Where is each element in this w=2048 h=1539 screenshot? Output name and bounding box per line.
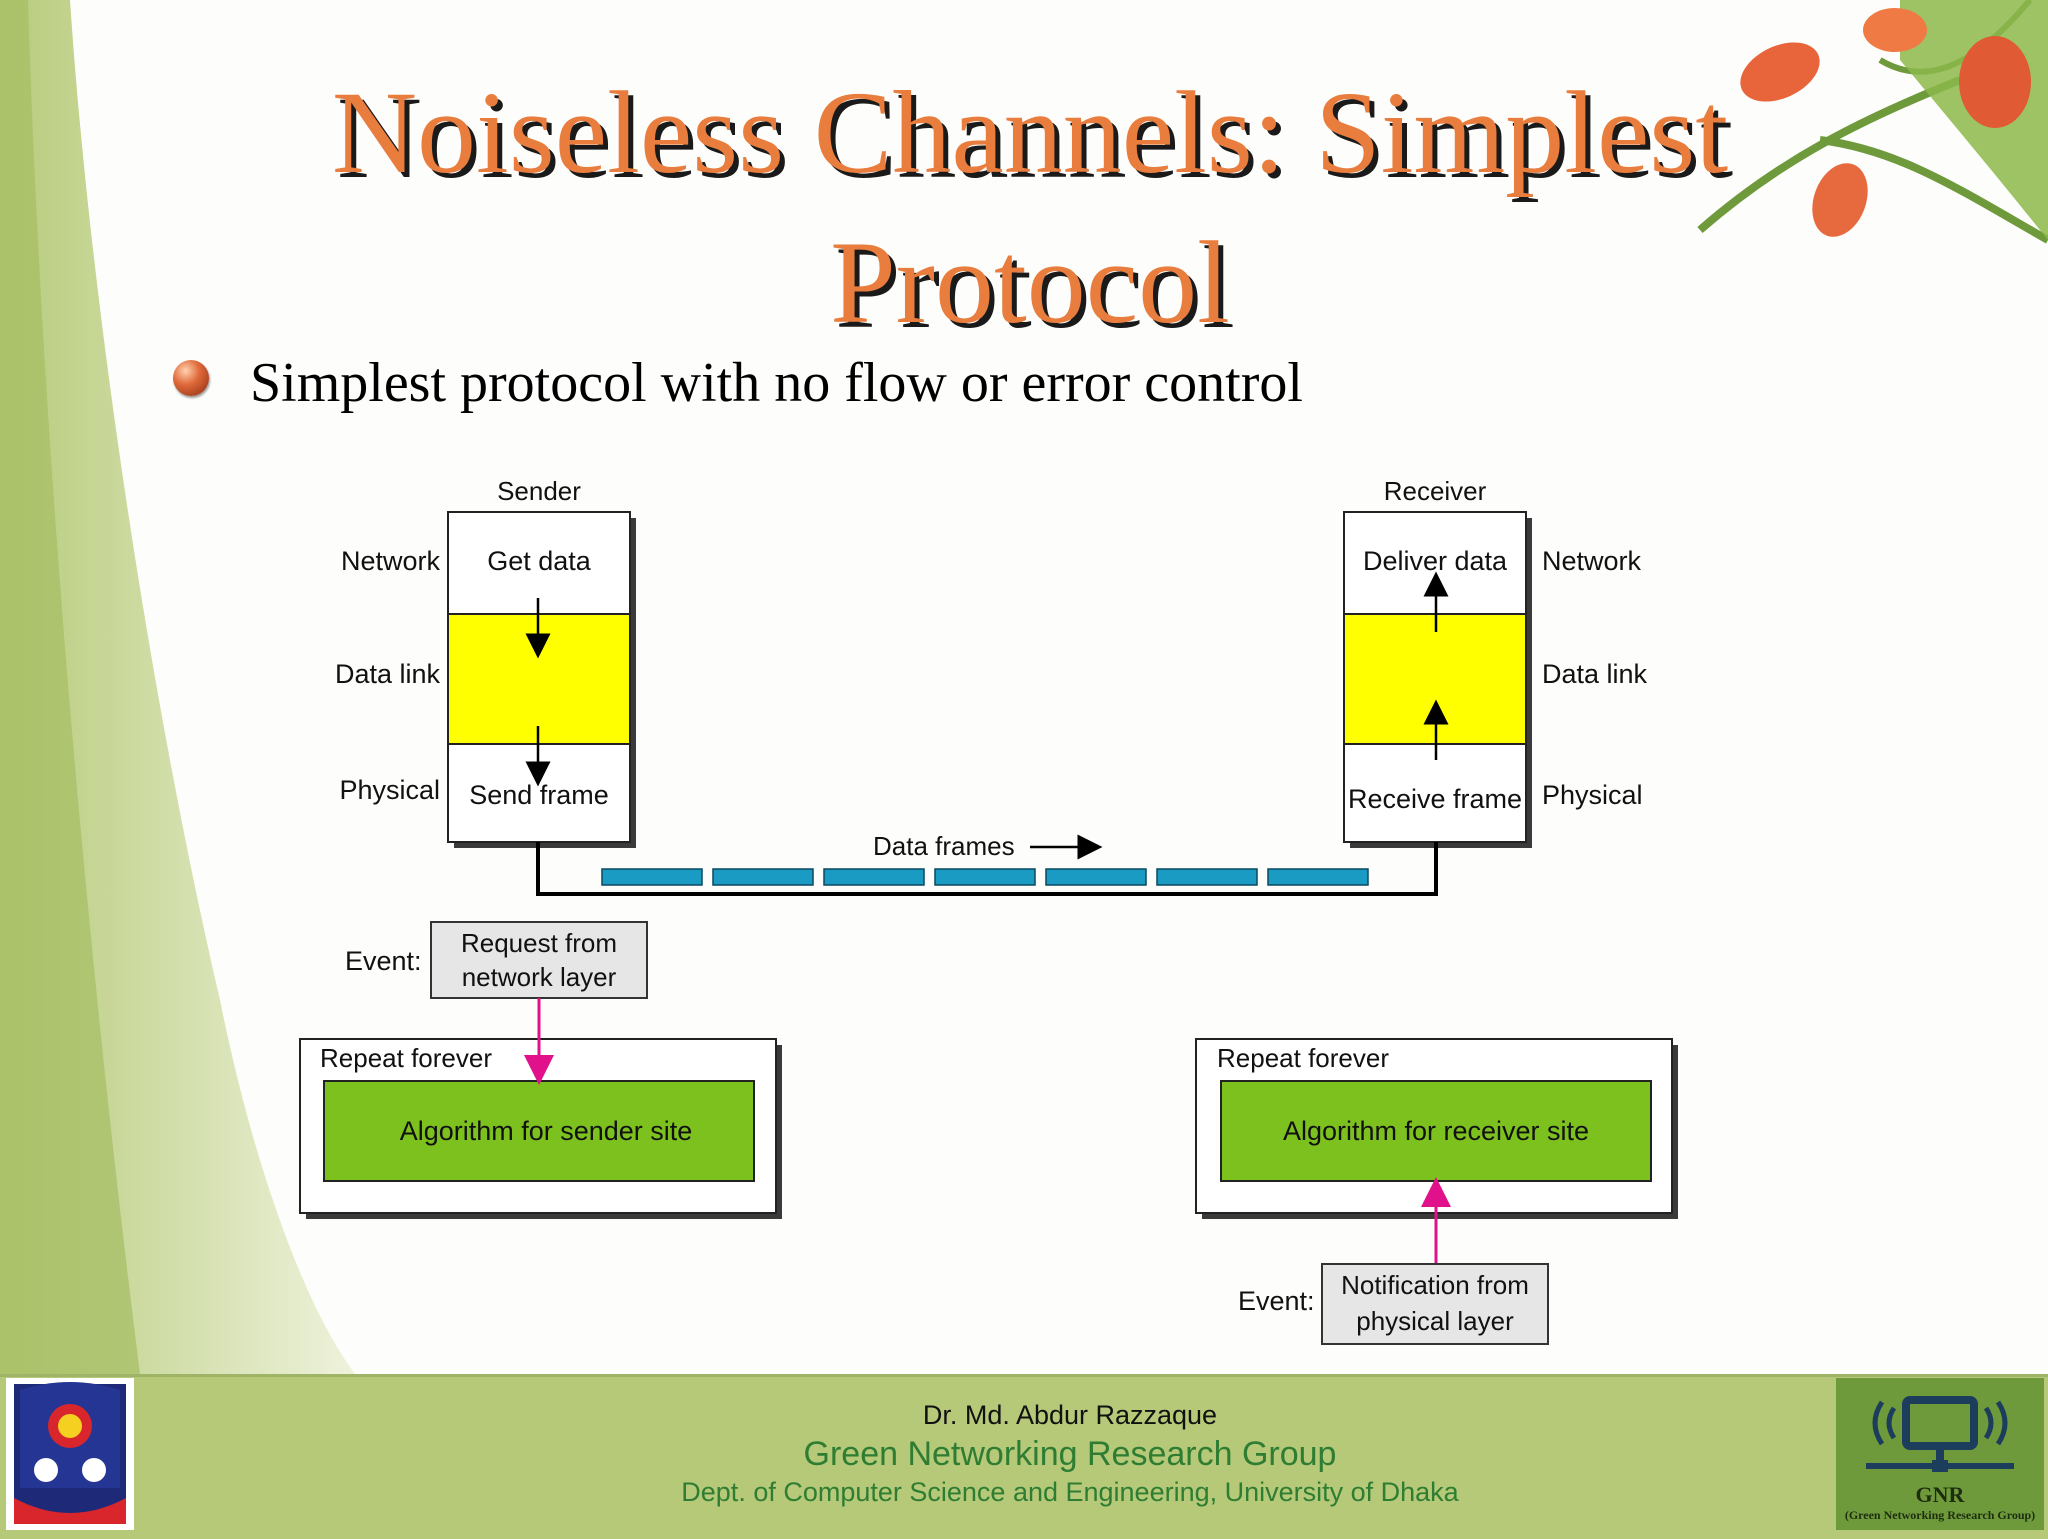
slide-footer [0, 1374, 2048, 1539]
receiver-physical-text: Receive frame [1348, 784, 1522, 814]
sender-event-label: Event: [345, 946, 422, 976]
receiver-algorithm-text: Algorithm for receiver site [1283, 1116, 1589, 1146]
sender-network-text: Get data [487, 546, 592, 576]
receiver-network-label: Network [1542, 546, 1642, 576]
bullet-icon [173, 360, 209, 396]
sender-physical-label: Physical [339, 775, 440, 805]
sender-algorithm-block: Event: Request from network layer Repeat… [299, 921, 782, 1219]
sender-stack: Sender Get data Send frame Network Data … [335, 476, 636, 848]
sender-physical-text: Send frame [469, 780, 609, 810]
receiver-data-link-label: Data link [1542, 659, 1648, 689]
sender-data-link-label: Data link [335, 659, 441, 689]
receiver-event-box [1321, 1263, 1549, 1345]
gnr-logo [1836, 1378, 2044, 1530]
data-frame [1156, 868, 1258, 886]
university-logo-icon [6, 1378, 134, 1530]
receiver-network-text: Deliver data [1363, 546, 1508, 576]
data-frame [1045, 868, 1147, 886]
data-frame [712, 868, 814, 886]
sender-network-label: Network [341, 546, 441, 576]
sender-event-line-2: network layer [462, 962, 617, 992]
data-frames-label: Data frames [873, 831, 1015, 861]
receiver-algorithm-box [1220, 1080, 1652, 1182]
slide-title-line-1: Noiseless Channels: Simplest [331, 67, 1729, 198]
receiver-stack: Receiver Deliver data Receive frame Netw… [1343, 476, 1648, 848]
receiver-event-line-1: Notification from [1341, 1270, 1529, 1300]
data-frame [934, 868, 1036, 886]
sender-event-box [430, 921, 648, 999]
data-frame [601, 868, 703, 886]
sender-event-line-1: Request from [461, 928, 617, 958]
slide-title-line-2: Protocol [830, 217, 1230, 348]
channel: Data frames [536, 831, 1438, 896]
data-frame [1267, 868, 1369, 886]
footer-department: Dept. of Computer Science and Engineerin… [681, 1477, 1459, 1507]
receiver-algorithm-block: Repeat forever Algorithm for receiver si… [1195, 1038, 1678, 1345]
gnr-logo-text: GNR [1915, 1482, 1965, 1507]
footer-author: Dr. Md. Abdur Razzaque [922, 1400, 1218, 1430]
sender-repeat-forever: Repeat forever [320, 1043, 492, 1073]
gnr-logo-subtext: (Green Networking Research Group) [1844, 1508, 2036, 1522]
receiver-physical-label: Physical [1542, 780, 1643, 810]
bullet-text: Simplest protocol with no flow or error … [250, 352, 1303, 414]
receiver-repeat-forever: Repeat forever [1217, 1043, 1389, 1073]
network-computer-icon [1866, 1396, 2014, 1472]
data-frame [823, 868, 925, 886]
sender-heading: Sender [497, 476, 581, 506]
tulip-decoration-icon [1697, 0, 2048, 244]
footer-group: Green Networking Research Group [803, 1435, 1337, 1473]
sender-algorithm-text: Algorithm for sender site [400, 1116, 693, 1146]
left-dark-swoosh [0, 0, 140, 1374]
receiver-event-label: Event: [1238, 1286, 1315, 1316]
receiver-event-line-2: physical layer [1356, 1306, 1514, 1336]
receiver-heading: Receiver [1384, 476, 1487, 506]
slide-title: Noiseless Channels: Simplest Protocol [200, 58, 1860, 358]
